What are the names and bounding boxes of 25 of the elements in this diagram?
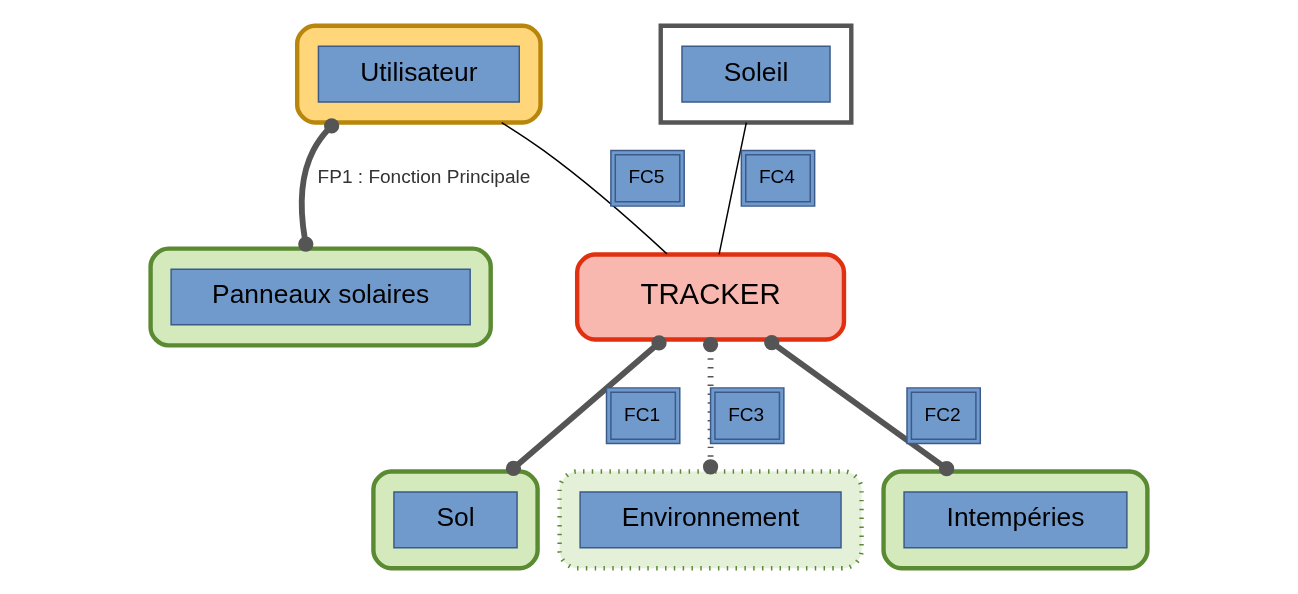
cluster — [295, 23, 543, 125]
edge-label: FC5 — [628, 166, 665, 188]
node-box: Intempéries — [903, 491, 1128, 549]
connector — [702, 336, 719, 475]
edge-label: FC2 — [924, 403, 961, 425]
edge-label: FC3 — [728, 403, 765, 425]
node-box: Panneaux solaires — [170, 268, 471, 326]
node-box: TRACKER — [574, 252, 847, 342]
connector — [298, 118, 340, 252]
node-box: Sol — [393, 491, 518, 549]
edge-label: FP1 : Fonction Principale — [317, 166, 531, 188]
cluster — [557, 469, 864, 571]
connector — [718, 121, 748, 256]
node-box: Utilisateur — [317, 45, 520, 103]
cluster — [148, 246, 493, 348]
node-box: Environnement — [579, 491, 842, 549]
cluster — [371, 469, 540, 571]
node-box: Soleil — [681, 45, 831, 103]
cluster — [658, 23, 854, 125]
cluster — [881, 469, 1150, 571]
connector — [764, 334, 955, 477]
connector — [505, 335, 667, 476]
edge-label: FC4 — [758, 166, 795, 188]
connector — [500, 121, 668, 255]
edge-label: FC1 — [624, 403, 661, 425]
